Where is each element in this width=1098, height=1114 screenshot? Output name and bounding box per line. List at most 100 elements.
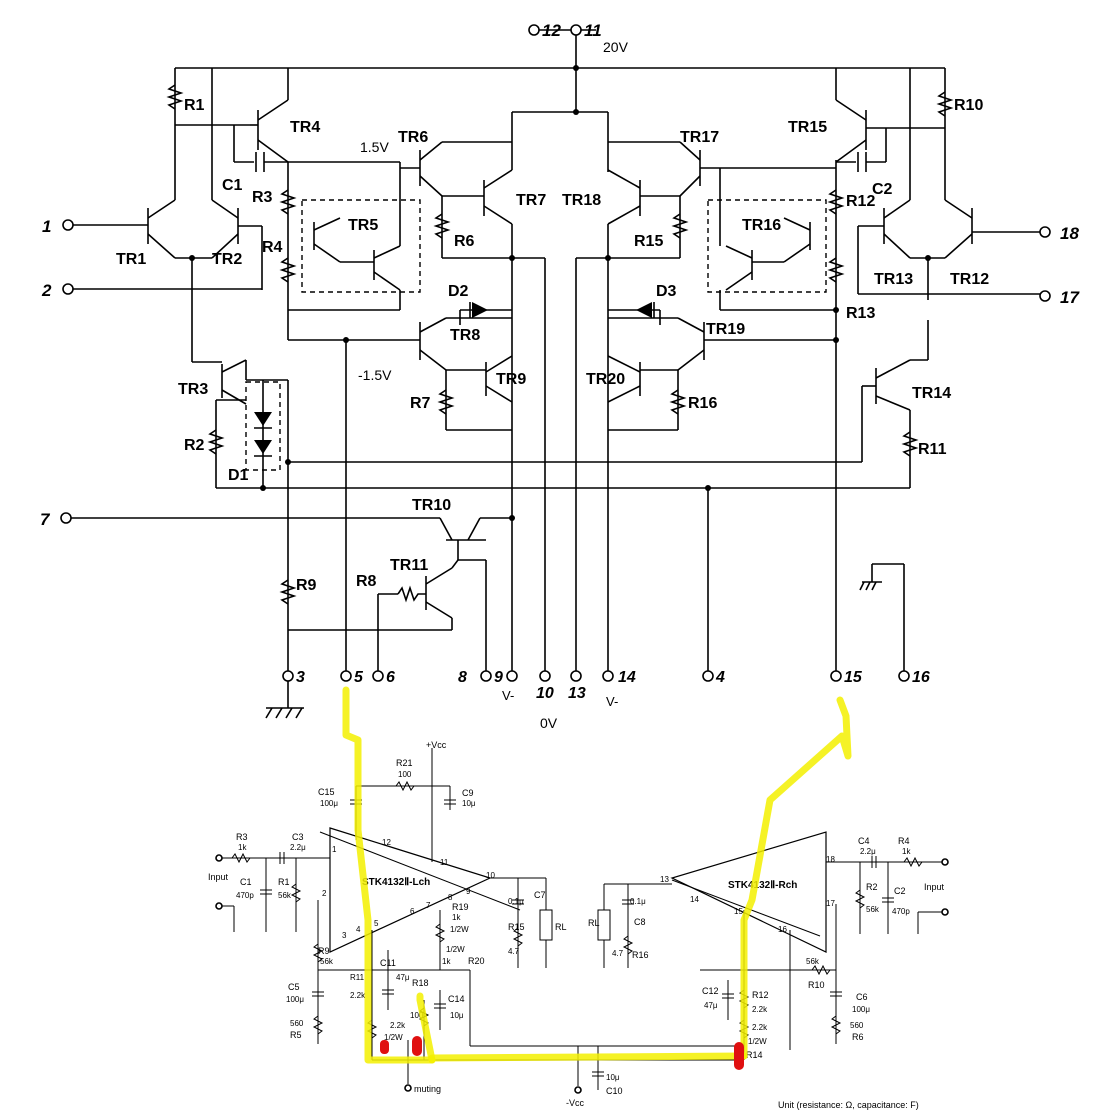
unit-note: Unit (resistance: Ω, capacitance: F) — [778, 1100, 919, 1110]
c3-app-label: C3 — [292, 832, 304, 842]
r9-app-value: 56k — [320, 957, 334, 966]
watt-label-r20: 1/2W — [446, 945, 465, 954]
pin-9-label: 9 — [494, 669, 503, 686]
c5-app-value: 100μ — [286, 995, 304, 1004]
highlight-bottom-path — [428, 1052, 748, 1062]
c9-value: 10μ — [462, 799, 476, 808]
lch-pin-1: 1 — [332, 845, 337, 854]
r8-label: R8 — [356, 573, 377, 590]
tr6-label: TR6 — [398, 129, 428, 146]
tr13-label: TR13 — [874, 271, 913, 288]
v-minus-left-label: V- — [502, 688, 514, 703]
tr8-label: TR8 — [450, 327, 480, 344]
pin-2 — [62, 283, 74, 295]
r20-app-value: 1k — [442, 957, 451, 966]
r14-app-value: 2.2k — [752, 1023, 768, 1032]
bottom-pin-row: 3 5 6 8 9 10 13 14 4 15 16 V- V- 0V — [265, 669, 930, 731]
c2-app-label: C2 — [894, 886, 906, 896]
supply-voltage-label: 20V — [603, 39, 629, 55]
pin-1-label: 1 — [42, 217, 51, 236]
red-mark-left-small — [380, 1040, 389, 1054]
minus-vcc-label: -Vcc — [566, 1098, 585, 1108]
c4-app-value: 2.2μ — [860, 847, 876, 856]
r-2-2k-app-value: 2.2k — [390, 1021, 406, 1030]
r2-label: R2 — [184, 437, 205, 454]
r21-label: R21 — [396, 758, 413, 768]
r16-label: R16 — [688, 395, 717, 412]
r12-app-value: 2.2k — [752, 1005, 768, 1014]
pin-17-label: 17 — [1060, 288, 1080, 307]
rch-pin-13: 13 — [660, 875, 669, 884]
rl-right-box — [597, 909, 611, 941]
r16-app-value: 4.7 — [612, 949, 624, 958]
red-mark-right — [734, 1042, 744, 1070]
c2-app-value: 470p — [892, 907, 910, 916]
r15-app-value: 4.7 — [508, 947, 520, 956]
tr7-label: TR7 — [516, 192, 546, 209]
c14-app-label: C14 — [448, 994, 465, 1004]
c10-app-label: C10 — [606, 1086, 623, 1096]
c12-app-value: 47μ — [704, 1001, 718, 1010]
lch-pin-9: 9 — [466, 887, 471, 896]
tr5-box — [301, 199, 421, 293]
pin-13-label: 13 — [568, 685, 586, 702]
pin-7 — [60, 512, 72, 524]
pin-7-label: 7 — [40, 510, 51, 529]
tr4-label: TR4 — [290, 119, 320, 136]
r10-app-label: R10 — [808, 980, 825, 990]
r12-label: R12 — [846, 193, 875, 210]
lch-pin-6: 6 — [410, 907, 415, 916]
pin-2-label: 2 — [41, 281, 52, 300]
pin-12 — [528, 24, 540, 36]
pin-5-label: 5 — [354, 669, 364, 686]
tr9-label: TR9 — [496, 371, 526, 388]
muting-terminal — [404, 1084, 412, 1092]
vcc-label: +Vcc — [426, 740, 447, 750]
pin-15 — [830, 670, 842, 682]
lch-pin-7: 7 — [426, 901, 431, 910]
r21-value: 100 — [398, 770, 412, 779]
pin-11 — [570, 24, 582, 36]
r10-label: R10 — [954, 97, 983, 114]
r19-app-label: R19 — [452, 902, 469, 912]
lch-label: STK4132Ⅱ-Lch — [362, 877, 430, 888]
pin-3 — [282, 670, 294, 682]
tr12-label: TR12 — [950, 271, 989, 288]
tr1-label: TR1 — [116, 251, 146, 268]
r13-label: R13 — [846, 305, 875, 322]
r15-app-label: R15 — [508, 922, 525, 932]
pin-5 — [340, 670, 352, 682]
r3-app-value: 1k — [238, 843, 247, 852]
r16-app-label: R16 — [632, 950, 649, 960]
r5-app-label: R5 — [290, 1030, 302, 1040]
zero-v-label: 0V — [540, 715, 558, 731]
d1-label: D1 — [228, 467, 249, 484]
pin-11-label: 11 — [584, 21, 602, 40]
pin-6 — [372, 670, 384, 682]
c10-app-value: 10μ — [606, 1073, 620, 1082]
r4-label: R4 — [262, 239, 283, 256]
d2-label: D2 — [448, 283, 469, 300]
input-right-terminal — [941, 858, 949, 866]
pin-4-label: 4 — [715, 669, 725, 686]
r3-app-label: R3 — [236, 832, 248, 842]
rch-pin-15: 15 — [734, 907, 743, 916]
muting-label: muting — [414, 1084, 441, 1094]
rch-label: STK4132Ⅱ-Rch — [728, 880, 797, 891]
c6-app-value: 100μ — [852, 1005, 870, 1014]
supply-rail: 12 11 20V — [175, 21, 945, 115]
pin-10 — [539, 670, 551, 682]
tr18-label: TR18 — [562, 192, 601, 209]
r19-app-value: 1k — [452, 913, 461, 922]
r11-label: R11 — [918, 441, 947, 458]
c8-app-value: 0.1μ — [630, 897, 646, 906]
pin-18-label: 18 — [1060, 224, 1079, 243]
rch-pin-17: 17 — [826, 899, 835, 908]
c3-app-value: 2.2μ — [290, 843, 306, 852]
tr20-label: TR20 — [586, 371, 625, 388]
r9-app-label: R9 — [318, 946, 330, 956]
lch-pin-5: 5 — [374, 919, 379, 928]
r2-app-value: 56k — [866, 905, 880, 914]
c4-app-label: C4 — [858, 836, 870, 846]
